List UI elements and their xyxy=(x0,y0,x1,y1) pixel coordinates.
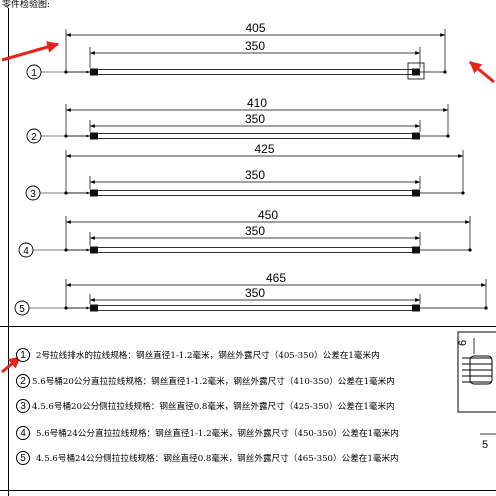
rod-2-outer-label: 410 xyxy=(247,96,267,110)
detail-view-dim-bottom: 5 xyxy=(482,439,488,451)
rod-3-wire-end-right xyxy=(461,191,465,195)
rod-5-number: 5 xyxy=(19,304,25,315)
rod-4-inner-label: 350 xyxy=(245,224,265,238)
spec-number-4: 4 xyxy=(16,426,30,440)
rod-2-sleeve xyxy=(95,133,415,139)
rod-5-sleeve xyxy=(95,305,415,311)
rod-3-sleeve xyxy=(95,190,415,196)
rod-1-sleeve xyxy=(95,69,415,75)
rod-3-inner-label: 350 xyxy=(245,168,265,182)
spec-number-3: 3 xyxy=(16,399,30,413)
red-arrow-right xyxy=(469,60,495,84)
spec-item-3: 3 4.5.6号桶20公分侧拉拉线规格：钢丝直径0.8毫米，钢丝外露尺寸（425… xyxy=(16,399,395,413)
spec-item-2: 2 5.6号桶20公分直拉拉线规格：钢丝直径1-1.2毫米，钢丝外露尺寸（410… xyxy=(16,374,395,388)
rod-1-cap-left xyxy=(90,68,98,76)
rod-5-wire-end-right xyxy=(484,306,488,310)
rod-3-cap-left xyxy=(90,189,98,197)
spec-number-1: 1 xyxy=(16,348,30,362)
rod-5-inner-label: 350 xyxy=(245,286,265,300)
rod-1-cap-right xyxy=(412,68,420,76)
spec-item-1: 1 2号拉线排水的拉线规格：钢丝直径1-1.2毫米，钢丝外露尺寸（405-350… xyxy=(16,348,380,362)
rod-3-cap-right xyxy=(412,189,420,197)
spec-text-1: 2号拉线排水的拉线规格：钢丝直径1-1.2毫米，钢丝外露尺寸（405-350）公… xyxy=(36,351,380,361)
spec-number-5: 5 xyxy=(16,451,30,465)
detail-view: 6 5 xyxy=(457,331,496,451)
detail-view-frame xyxy=(457,331,496,413)
detail-view-coil-body xyxy=(469,355,493,385)
rod-2-cap-left xyxy=(90,132,98,140)
spec-text-2: 5.6号桶20公分直拉拉线规格：钢丝直径1-1.2毫米，钢丝外露尺寸（410-3… xyxy=(32,377,395,387)
rod-3-number: 3 xyxy=(30,189,36,200)
rod-1-number: 1 xyxy=(31,68,37,79)
rod-4-cap-left xyxy=(90,246,98,254)
rod-2-cap-right xyxy=(412,132,420,140)
detail-view-dim-top: 6 xyxy=(457,340,469,346)
rod-5-cap-right xyxy=(412,304,420,312)
rod-4-outer-label: 450 xyxy=(258,208,278,222)
rod-2-inner-label: 350 xyxy=(245,112,265,126)
detail-view-coils xyxy=(462,357,492,383)
spec-item-4: 4 5.6号桶24公分直拉拉线规格：钢丝直径1-1.2毫米，钢丝外露尺寸（450… xyxy=(16,426,399,440)
page-title: 零件检验图: xyxy=(2,0,51,10)
rod-4-cap-right xyxy=(412,246,420,254)
spec-text-4: 5.6号桶24公分直拉拉线规格：钢丝直径1-1.2毫米，钢丝外露尺寸（450-3… xyxy=(36,429,399,439)
rod-2-number: 2 xyxy=(31,132,37,143)
spec-number-2: 2 xyxy=(16,374,30,388)
rod-1-outer-label: 405 xyxy=(245,21,265,35)
rod-4-wire-end-right xyxy=(468,248,472,252)
spec-text-5: 4.5.6号桶24公分侧拉拉线规格：钢丝直径0.8毫米，钢丝外露尺寸（465-3… xyxy=(36,454,399,464)
rod-2-wire-end-right xyxy=(446,134,450,138)
rod-1-inner-label: 350 xyxy=(245,39,265,53)
rod-1-wire-end-right xyxy=(443,70,447,74)
rod-3-outer-label: 425 xyxy=(254,142,274,156)
rod-1-detail-callout-box xyxy=(407,62,425,80)
rod-5-cap-left xyxy=(90,304,98,312)
annotation-arrows xyxy=(1,41,495,374)
rod-4-number: 4 xyxy=(23,246,29,257)
spec-item-5: 5 4.5.6号桶24公分侧拉拉线规格：钢丝直径0.8毫米，钢丝外露尺寸（465… xyxy=(16,451,399,465)
rod-4-sleeve xyxy=(95,247,415,253)
spec-text-3: 4.5.6号桶20公分侧拉拉线规格：钢丝直径0.8毫米，钢丝外露尺寸（425-3… xyxy=(32,402,395,412)
rod-5-outer-label: 465 xyxy=(266,271,286,285)
red-arrow-left xyxy=(1,41,60,62)
